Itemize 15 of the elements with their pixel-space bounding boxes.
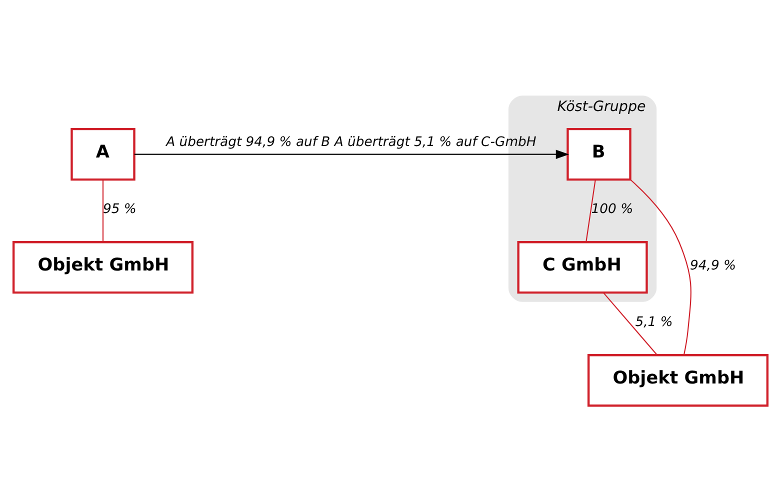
node-box: Objekt GmbH: [12, 241, 194, 294]
node-box: Objekt GmbH: [586, 354, 768, 407]
connector: [602, 292, 658, 356]
arrow: [134, 150, 569, 159]
connector: [585, 180, 596, 242]
node-box: B: [566, 128, 631, 181]
edge-label: 94,9 %: [690, 258, 736, 274]
edge-label: A überträgt 94,9 % auf B A überträgt 5,1 % auf C-GmbH: [166, 135, 536, 150]
edge-label: 100 %: [590, 202, 633, 218]
node-box: C GmbH: [516, 241, 648, 294]
connector: [102, 180, 104, 242]
node-box: A: [70, 128, 135, 181]
edge-label: 5,1 %: [634, 315, 672, 330]
edge-label: 95 %: [102, 202, 136, 218]
connector: [630, 179, 691, 355]
